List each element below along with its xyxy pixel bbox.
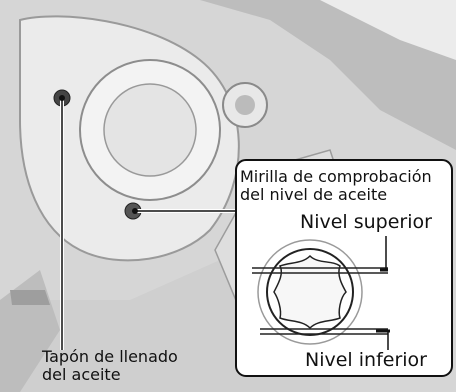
fill-cap-dot	[59, 95, 65, 101]
sight-glass-outer-ring	[257, 239, 363, 345]
oil-fill-cap-label-line1: Tapón de llenado	[42, 347, 178, 366]
oil-sight-window-label-line1: Mirilla de comprobación	[240, 167, 432, 186]
frame-shadow	[0, 0, 456, 150]
sight-window-dot	[132, 208, 138, 214]
lower-level-label: Nivel inferior	[305, 349, 427, 371]
clutch-cover-inner	[103, 83, 197, 177]
oil-sight-window-label: Mirilla de comprobación del nivel de ace…	[240, 168, 432, 204]
upper-level-label: Nivel superior	[300, 211, 432, 233]
bolt-cap-center	[235, 95, 255, 115]
oil-fill-cap-label: Tapón de llenado del aceite	[42, 348, 178, 384]
oil-sight-window-label-line2: del nivel de aceite	[240, 185, 388, 204]
footpeg	[10, 290, 50, 305]
frame-highlight	[320, 0, 456, 60]
oil-fill-cap-label-line2: del aceite	[42, 365, 121, 384]
sight-glass-star	[273, 254, 347, 330]
